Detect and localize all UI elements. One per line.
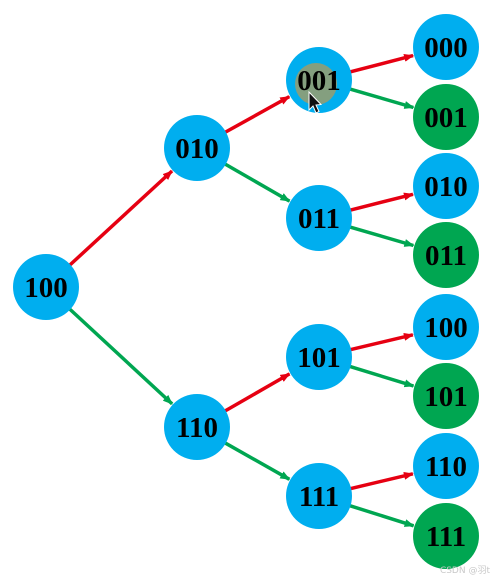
edge-n110-n101 [223, 372, 291, 414]
edge-n010-n001 [223, 95, 291, 135]
edge-n101-l101 [348, 364, 415, 388]
node-l010: 010 [413, 153, 479, 219]
edge-n001-l001 [348, 87, 415, 110]
node-label: 100 [24, 272, 68, 304]
node-label: 011 [425, 240, 467, 272]
edge-n100-n110 [67, 306, 174, 406]
edge-n111-l110 [348, 471, 414, 491]
node-label: 010 [175, 133, 219, 165]
watermark: CSDN @羽t [439, 566, 490, 576]
edge-n100-n010 [67, 169, 174, 268]
node-circle [413, 433, 479, 499]
node-n110: 110 [164, 394, 230, 460]
node-l111: 111 [413, 503, 479, 569]
node-l001: 001 [413, 84, 479, 150]
edge-n111-l111 [348, 503, 415, 528]
node-label: 011 [298, 203, 340, 235]
node-circle [413, 222, 479, 288]
node-circle [413, 363, 479, 429]
edge-n110-n111 [223, 440, 291, 481]
edges-layer [67, 53, 415, 528]
node-circle [286, 324, 352, 390]
node-circle [413, 503, 479, 569]
node-label: 100 [424, 312, 468, 344]
nodes-layer: 100 010 110 001 011 101 111 000 001 010 011 100 101 1… [13, 14, 479, 569]
node-label: 000 [424, 32, 468, 64]
node-label: 111 [299, 481, 339, 513]
node-circle [413, 294, 479, 360]
mouse-pointer-icon [308, 90, 323, 114]
node-l100: 100 [413, 294, 479, 360]
node-n010: 010 [164, 115, 230, 181]
node-label: 110 [176, 412, 218, 444]
node-label: 101 [424, 381, 468, 413]
node-circle [164, 115, 230, 181]
edge-n011-l010 [348, 192, 414, 213]
node-label: 001 [297, 65, 341, 97]
node-label: 101 [297, 342, 341, 374]
edge-n001-l000 [348, 53, 415, 74]
node-label: 010 [424, 171, 468, 203]
node-circle [286, 463, 352, 529]
node-n100: 100 [13, 254, 79, 320]
node-n101: 101 [286, 324, 352, 390]
node-circle [413, 84, 479, 150]
edge-n011-l011 [348, 225, 415, 248]
node-label: 110 [425, 451, 467, 483]
node-circle [286, 185, 352, 251]
node-l110: 110 [413, 433, 479, 499]
node-l011: 011 [413, 222, 479, 288]
node-n011: 011 [286, 185, 352, 251]
node-circle [164, 394, 230, 460]
node-l101: 101 [413, 363, 479, 429]
node-n111: 111 [286, 463, 352, 529]
edge-n101-l100 [348, 332, 414, 352]
edge-n010-n011 [223, 161, 291, 203]
node-n001: 001 [286, 47, 352, 113]
cursor-highlight [295, 63, 337, 105]
node-circle [13, 254, 79, 320]
node-circle [413, 14, 479, 80]
node-label: 001 [424, 102, 468, 134]
node-label: 111 [426, 521, 466, 553]
node-circle [413, 153, 479, 219]
node-l000: 000 [413, 14, 479, 80]
